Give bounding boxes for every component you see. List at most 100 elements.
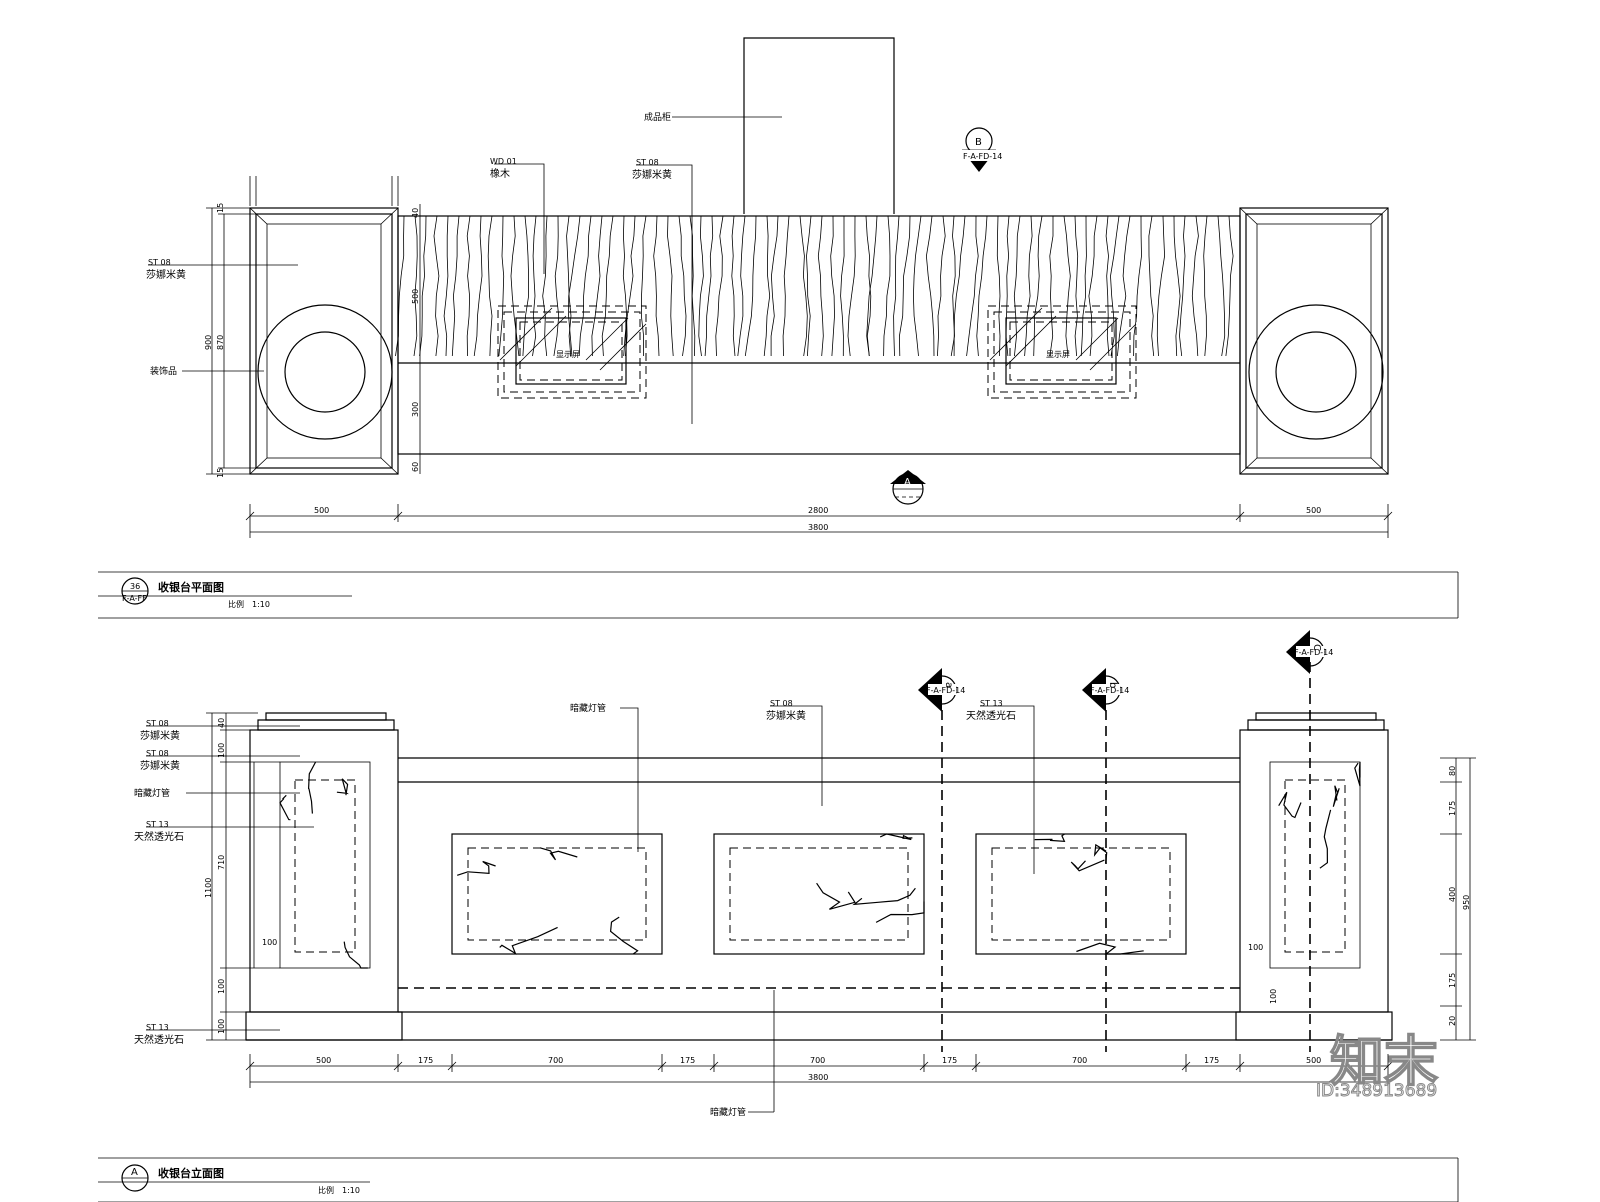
svg-text:15: 15 bbox=[216, 203, 225, 213]
svg-text:比例: 比例 bbox=[228, 599, 244, 609]
section-marker-b-elev: b F-A-FD-14 bbox=[1082, 668, 1129, 712]
cabinet-label: 成品柜 bbox=[644, 111, 671, 123]
svg-text:ST 13: ST 13 bbox=[146, 1023, 169, 1032]
marble-veins bbox=[279, 761, 1361, 969]
svg-text:40: 40 bbox=[217, 718, 226, 728]
svg-text:3800: 3800 bbox=[808, 523, 828, 532]
screen-left-label: 显示屏 bbox=[556, 350, 580, 359]
svg-text:300: 300 bbox=[411, 402, 420, 417]
left-pillar-plan bbox=[249, 207, 399, 475]
svg-text:暗藏灯管: 暗藏灯管 bbox=[134, 787, 170, 799]
svg-text:175: 175 bbox=[418, 1056, 433, 1065]
svg-text:500: 500 bbox=[316, 1056, 331, 1065]
plan-title-marker-num: 36 bbox=[130, 582, 140, 591]
svg-text:870: 870 bbox=[216, 335, 225, 350]
cabinet-outline bbox=[743, 37, 895, 214]
svg-text:710: 710 bbox=[217, 855, 226, 870]
elev-dims-left: 1100 40 100 710 100 100 100 bbox=[204, 712, 280, 1041]
svg-text:175: 175 bbox=[680, 1056, 695, 1065]
watermark-brand: 知末 bbox=[1330, 1030, 1438, 1093]
svg-text:60: 60 bbox=[411, 462, 420, 472]
svg-text:ST 08: ST 08 bbox=[146, 749, 169, 758]
svg-text:500: 500 bbox=[314, 506, 329, 515]
svg-text:天然透光石: 天然透光石 bbox=[966, 709, 1016, 722]
led-top-label: 暗藏灯管 bbox=[570, 702, 606, 714]
plan-title-marker-ref: F-A-FF bbox=[122, 594, 147, 603]
svg-text:40: 40 bbox=[411, 208, 420, 218]
svg-text:ST 08: ST 08 bbox=[146, 719, 169, 728]
svg-text:15: 15 bbox=[216, 468, 225, 478]
svg-text:2800: 2800 bbox=[808, 506, 828, 515]
svg-text:500: 500 bbox=[1306, 506, 1321, 515]
stone-top-name: 莎娜米黄 bbox=[632, 168, 672, 181]
svg-text:比例: 比例 bbox=[318, 1185, 334, 1195]
stone-panel-3 bbox=[975, 833, 1187, 955]
svg-text:a: a bbox=[943, 682, 954, 688]
plan-title-block: 36 F-A-FF 收银台平面图 比例 1:10 bbox=[98, 571, 1459, 619]
wood-grain bbox=[395, 215, 1234, 357]
svg-text:ST 13: ST 13 bbox=[980, 699, 1003, 708]
elev-title: 收银台立面图 bbox=[158, 1166, 224, 1180]
screen-right-label: 显示屏 bbox=[1046, 350, 1070, 359]
svg-text:C: C bbox=[1311, 644, 1322, 651]
plan-dims-mid: 40 500 300 60 bbox=[411, 204, 426, 474]
svg-text:莎娜米黄: 莎娜米黄 bbox=[140, 729, 180, 742]
svg-text:175: 175 bbox=[942, 1056, 957, 1065]
elev-scale: 1:10 bbox=[342, 1186, 360, 1195]
plan-scale: 1:10 bbox=[252, 600, 270, 609]
svg-text:950: 950 bbox=[1462, 895, 1471, 910]
svg-text:80: 80 bbox=[1448, 766, 1457, 776]
svg-text:900: 900 bbox=[204, 335, 213, 350]
svg-text:20: 20 bbox=[1448, 1016, 1457, 1026]
decor-label: 装饰品 bbox=[150, 365, 177, 377]
led-bottom-label: 暗藏灯管 bbox=[710, 1106, 746, 1118]
svg-text:F-A-FD-14: F-A-FD-14 bbox=[1090, 686, 1129, 695]
svg-text:100: 100 bbox=[217, 743, 226, 758]
svg-text:100: 100 bbox=[262, 938, 277, 947]
right-pillar-elev bbox=[1235, 712, 1393, 1041]
stone-panel-1 bbox=[451, 833, 663, 955]
svg-text:莎娜米黄: 莎娜米黄 bbox=[140, 759, 180, 772]
right-pillar-plan bbox=[1239, 207, 1389, 475]
svg-text:100: 100 bbox=[217, 979, 226, 994]
elev-left-labels: ST 08 莎娜米黄 ST 08 莎娜米黄 暗藏灯管 ST 13 天然透光石 S… bbox=[134, 719, 314, 1046]
svg-text:ST 08: ST 08 bbox=[770, 699, 793, 708]
svg-text:3800: 3800 bbox=[808, 1073, 828, 1082]
wood-name: 橡木 bbox=[490, 167, 510, 180]
svg-text:700: 700 bbox=[1072, 1056, 1087, 1065]
stone-panel-2 bbox=[713, 833, 925, 955]
watermark: 知末 ID:348913689 bbox=[1316, 1029, 1439, 1101]
svg-text:400: 400 bbox=[1448, 887, 1457, 902]
stone-top-code: ST 08 bbox=[636, 158, 659, 167]
plan-dims-bottom: 500 2800 500 3800 bbox=[245, 504, 1393, 538]
wood-code: WD 01 bbox=[490, 157, 517, 166]
svg-text:175: 175 bbox=[1448, 801, 1457, 816]
svg-text:F-A-FD-14: F-A-FD-14 bbox=[926, 686, 965, 695]
svg-text:175: 175 bbox=[1204, 1056, 1219, 1065]
section-marker-c-elev: C F-A-FD-14 bbox=[1286, 630, 1333, 674]
plan-view: 成品柜 bbox=[146, 37, 1393, 538]
watermark-id: ID:348913689 bbox=[1316, 1081, 1437, 1101]
plan-dims-left: 900 870 15 15 bbox=[204, 203, 256, 478]
section-marker-a-elev: a F-A-FD-14 bbox=[918, 668, 965, 712]
svg-text:700: 700 bbox=[548, 1056, 563, 1065]
svg-text:天然透光石: 天然透光石 bbox=[134, 830, 184, 843]
section-marker-a-plan: A bbox=[890, 470, 926, 505]
svg-text:175: 175 bbox=[1448, 973, 1457, 988]
svg-text:100: 100 bbox=[217, 1019, 226, 1034]
section-marker-b: B F-A-FD-14 bbox=[962, 127, 1002, 172]
stone-left-code: ST 08 bbox=[148, 258, 171, 267]
svg-text:100: 100 bbox=[1269, 989, 1278, 1004]
elevation-view: a F-A-FD-14 b F-A-FD-14 C F-A-FD-14 ST 0… bbox=[134, 630, 1476, 1118]
elev-dims-bottom: 500 175 700 175 700 175 700 175 500 3800 bbox=[245, 1054, 1393, 1088]
svg-text:700: 700 bbox=[810, 1056, 825, 1065]
svg-text:B: B bbox=[975, 137, 982, 148]
svg-text:500: 500 bbox=[1306, 1056, 1321, 1065]
svg-text:莎娜米黄: 莎娜米黄 bbox=[766, 709, 806, 722]
svg-text:500: 500 bbox=[411, 289, 420, 304]
elev-dims-right: 950 80 175 400 175 20 100 100 bbox=[1248, 757, 1476, 1041]
svg-text:1100: 1100 bbox=[204, 878, 213, 898]
svg-text:b: b bbox=[1107, 682, 1118, 688]
svg-text:F-A-FD-14: F-A-FD-14 bbox=[1294, 648, 1333, 657]
